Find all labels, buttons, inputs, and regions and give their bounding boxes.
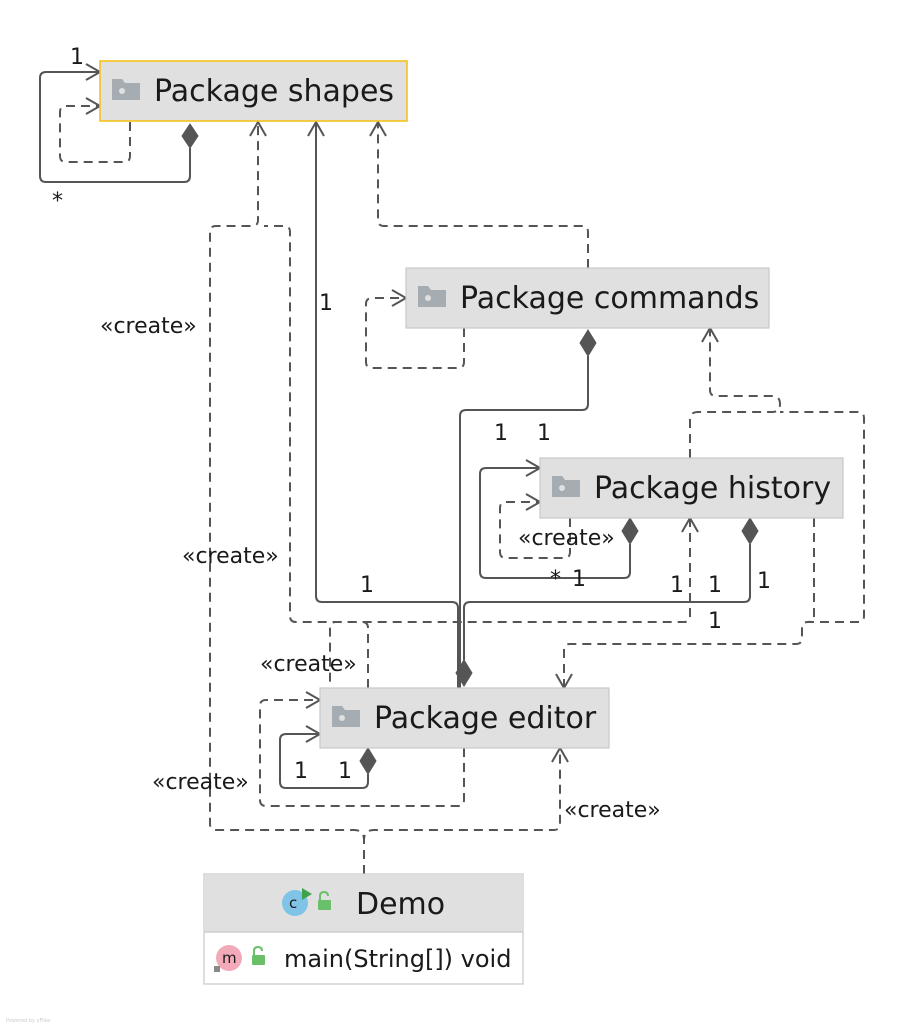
svg-text:c: c bbox=[289, 894, 297, 912]
composition-diamond bbox=[455, 659, 473, 687]
multiplicity-label: 1 bbox=[757, 569, 771, 594]
edge-editor-to-commands[interactable] bbox=[563, 411, 865, 688]
stereotype-label: «create» bbox=[100, 314, 197, 339]
edge-history-to-commands[interactable] bbox=[689, 325, 782, 458]
class-type-icon: c bbox=[282, 888, 312, 916]
method-signature: main(String[]) void bbox=[284, 945, 511, 973]
multiplicity-label: 1 bbox=[360, 573, 374, 598]
package-label: Package commands bbox=[460, 281, 759, 316]
multiplicity-label: * bbox=[52, 189, 63, 214]
package-label: Package history bbox=[594, 471, 831, 506]
multiplicity-label: * bbox=[550, 567, 561, 592]
edge-commands-editor-composition[interactable] bbox=[459, 329, 597, 688]
stereotype-label: «create» bbox=[564, 798, 661, 823]
composition-diamond bbox=[741, 517, 759, 545]
method-icon: m bbox=[214, 945, 242, 972]
edge-history-self-aggregation[interactable] bbox=[479, 459, 639, 579]
watermark-label: Powered by yFiles bbox=[6, 1018, 51, 1024]
multiplicity-label: 1 bbox=[708, 609, 722, 634]
stereotype-label: «create» bbox=[152, 770, 249, 795]
edge-demo-create-editor[interactable] bbox=[363, 745, 569, 874]
folder-icon bbox=[332, 706, 360, 727]
package-editor[interactable]: Package editor bbox=[319, 687, 610, 749]
multiplicity-label: 1 bbox=[572, 567, 586, 592]
package-shapes[interactable]: Package shapes bbox=[99, 60, 408, 122]
aggregation-diamond bbox=[181, 123, 199, 149]
aggregation-diamond bbox=[359, 747, 377, 775]
edge-demo-create-shapes[interactable] bbox=[209, 119, 365, 874]
composition-diamond bbox=[579, 329, 597, 357]
multiplicity-label: 1 bbox=[494, 421, 508, 446]
package-history[interactable]: Package history bbox=[539, 457, 844, 519]
package-commands[interactable]: Package commands bbox=[405, 267, 770, 329]
package-label: Package editor bbox=[374, 701, 597, 736]
multiplicity-label: 1 bbox=[338, 759, 352, 784]
stereotype-label: «create» bbox=[182, 544, 279, 569]
aggregation-diamond bbox=[621, 517, 639, 545]
stereotype-label: «create» bbox=[260, 652, 357, 677]
folder-icon bbox=[418, 286, 446, 307]
edge-shapes-self-aggregation[interactable] bbox=[39, 63, 199, 183]
multiplicity-label: 1 bbox=[708, 573, 722, 598]
edge-editor-shapes-association[interactable] bbox=[307, 119, 459, 688]
multiplicity-label: 1 bbox=[319, 291, 333, 316]
edge-commands-to-shapes[interactable] bbox=[369, 119, 589, 268]
edge-editor-self-aggregation[interactable] bbox=[279, 725, 377, 789]
class-demo[interactable]: c Demo m main(String[]) void bbox=[203, 873, 524, 985]
public-access-icon bbox=[252, 945, 265, 965]
package-label: Package shapes bbox=[154, 74, 394, 109]
class-name: Demo bbox=[356, 887, 445, 922]
multiplicity-label: 1 bbox=[537, 421, 551, 446]
multiplicity-label: 1 bbox=[670, 573, 684, 598]
folder-icon bbox=[552, 476, 580, 497]
multiplicity-label: 1 bbox=[294, 759, 308, 784]
stereotype-label: «create» bbox=[518, 526, 615, 551]
svg-text:m: m bbox=[222, 949, 237, 967]
edge-editor-create-shapes[interactable] bbox=[264, 225, 369, 688]
multiplicity-label: 1 bbox=[70, 45, 84, 70]
public-access-icon bbox=[318, 890, 331, 910]
folder-icon bbox=[112, 79, 140, 100]
edge-shapes-editor-composition[interactable] bbox=[455, 659, 473, 687]
edge-history-editor-composition[interactable] bbox=[463, 517, 759, 660]
